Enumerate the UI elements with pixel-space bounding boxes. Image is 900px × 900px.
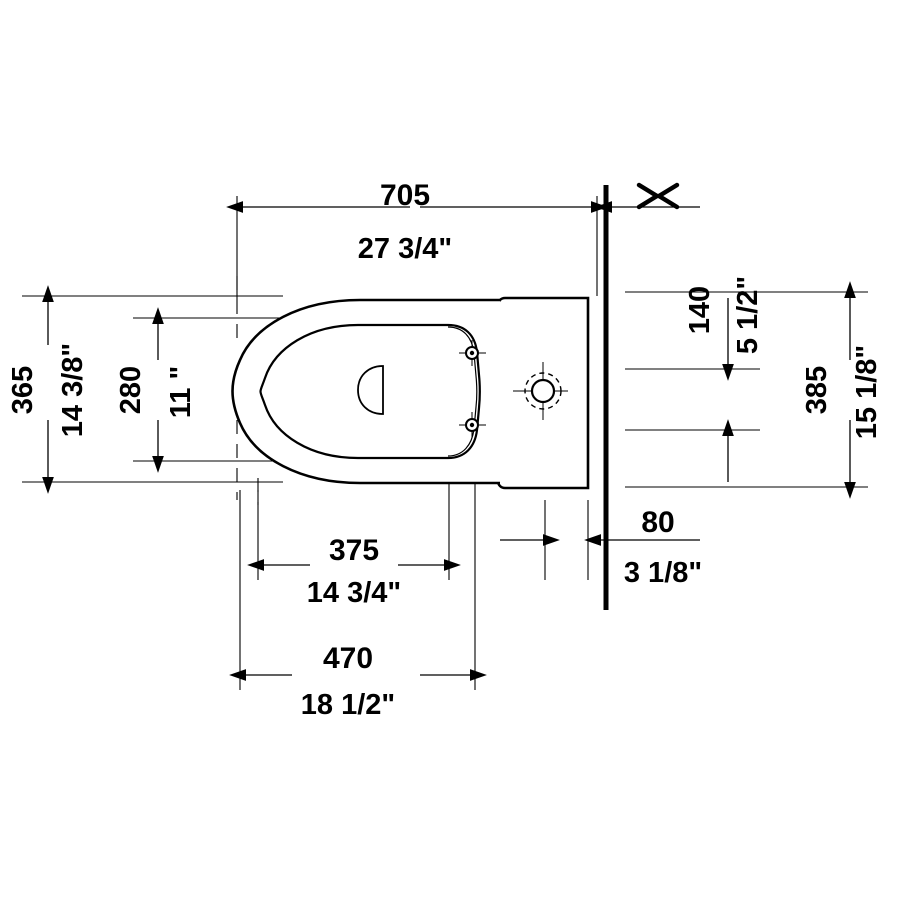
break-symbol (636, 182, 680, 210)
break-stroke-4 (656, 193, 680, 210)
dim-280-imperial: 11 " (165, 366, 197, 418)
fixing-bolt-lower (459, 412, 486, 438)
dim-365-metric: 365 (7, 366, 39, 414)
fixing-bolt-upper (459, 340, 486, 366)
dim-280-metric: 280 (115, 366, 147, 414)
dim-705-metric: 705 (380, 179, 430, 212)
bowl-water-spot (357, 365, 384, 415)
flush-button-circle[interactable] (530, 378, 556, 404)
dim-80-imperial: 3 1/8" (624, 557, 702, 589)
dim-470-metric: 470 (323, 642, 373, 675)
dim-375-metric: 375 (329, 534, 379, 567)
dim-385-imperial: 15 1/8" (851, 345, 883, 439)
dim-375-imperial: 14 3/4" (307, 577, 401, 609)
break-stroke-3 (656, 182, 680, 199)
dim-140-metric: 140 (684, 286, 716, 334)
dim-140-imperial: 5 1/2" (732, 276, 764, 354)
dim-365-imperial: 14 3/8" (57, 343, 89, 437)
dim-705-imperial: 27 3/4" (358, 233, 452, 265)
dim-385-metric: 385 (801, 366, 833, 414)
dimension-lines (42, 201, 856, 681)
dim-470-imperial: 18 1/2" (301, 689, 395, 721)
centerline-marks (236, 276, 259, 505)
bowl-inner-rim-secondary (447, 326, 478, 457)
break-stroke-2 (636, 193, 660, 210)
dim-80-metric: 80 (641, 506, 674, 539)
bolt-lower-inner (469, 422, 475, 428)
break-stroke-1 (636, 182, 660, 199)
bolt-upper-inner (469, 350, 475, 356)
flush-button-outer-dashed-circle (524, 372, 562, 410)
